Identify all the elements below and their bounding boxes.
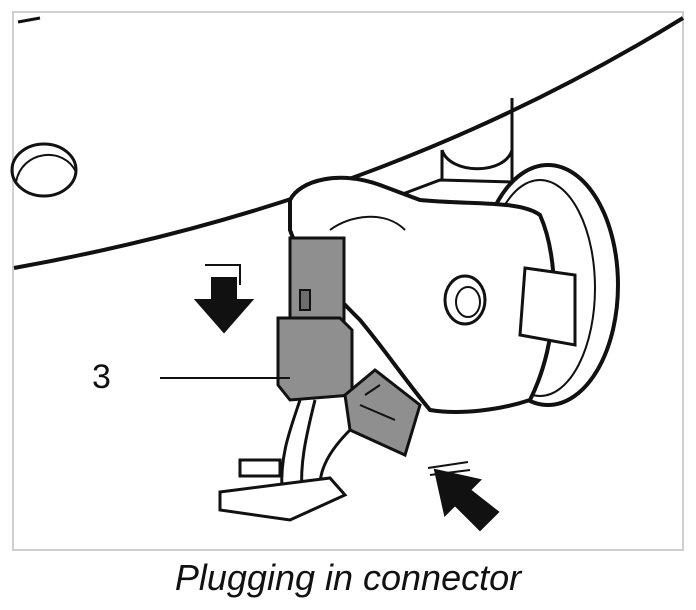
wire-left [280, 399, 302, 491]
callout-label-3: 3 [92, 358, 111, 396]
housing-top-edge [17, 16, 41, 24]
body-window [518, 266, 577, 347]
body-mounting-hole [443, 274, 487, 326]
housing-hole-rim [15, 153, 77, 183]
connector-3-lower [276, 316, 354, 402]
connector-3-latch [299, 289, 311, 311]
arrow-down-trail [205, 264, 241, 285]
figure-caption: Plugging in connector [174, 557, 522, 598]
angled-connector [343, 368, 422, 458]
arrow-diagonal-trail [427, 461, 471, 476]
angled-connector-ridge [359, 384, 396, 421]
connector-3-upper [288, 236, 346, 325]
arrow-diagonal [433, 468, 500, 532]
wire-clip [238, 458, 282, 478]
sensor-body-contour [329, 215, 406, 231]
sensor-body [288, 175, 556, 414]
body-mounting-hole-inner [455, 286, 481, 318]
base-plate [218, 476, 348, 522]
arrow-down [193, 277, 255, 334]
